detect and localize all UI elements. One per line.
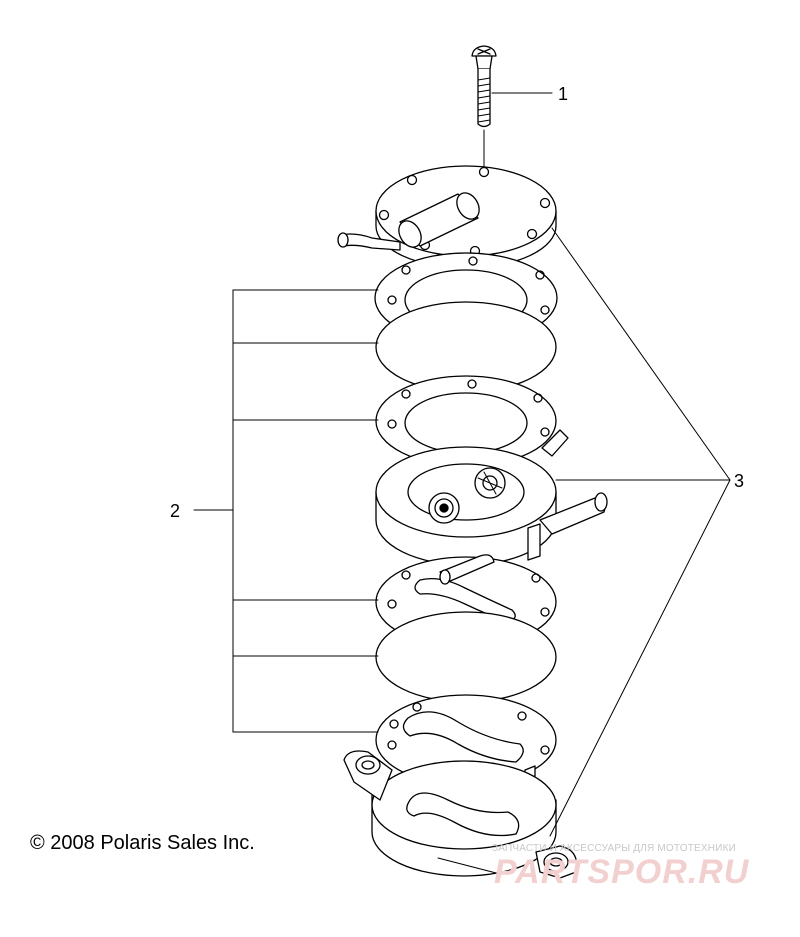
pump-base-plate <box>343 750 578 879</box>
screw <box>471 45 497 167</box>
watermark-logo: PARTSPOR.RU <box>494 853 750 891</box>
copyright-notice: © 2008 Polaris Sales Inc. <box>30 832 255 854</box>
watermark-tagline: ЗАПЧАСТИ И АКСЕССУАРЫ ДЛЯ МОТОТЕХНИКИ <box>492 843 737 854</box>
callout-1: 1 <box>558 84 568 104</box>
callout-2-bracket <box>193 289 379 733</box>
pump-top-cover <box>337 165 557 269</box>
callout-2: 2 <box>170 501 180 521</box>
pump-body <box>375 429 608 566</box>
diaphragm-2 <box>375 611 557 703</box>
gasket-ring-2 <box>375 375 557 467</box>
callout-3: 3 <box>734 471 744 491</box>
callout-3-leaders <box>549 227 731 837</box>
